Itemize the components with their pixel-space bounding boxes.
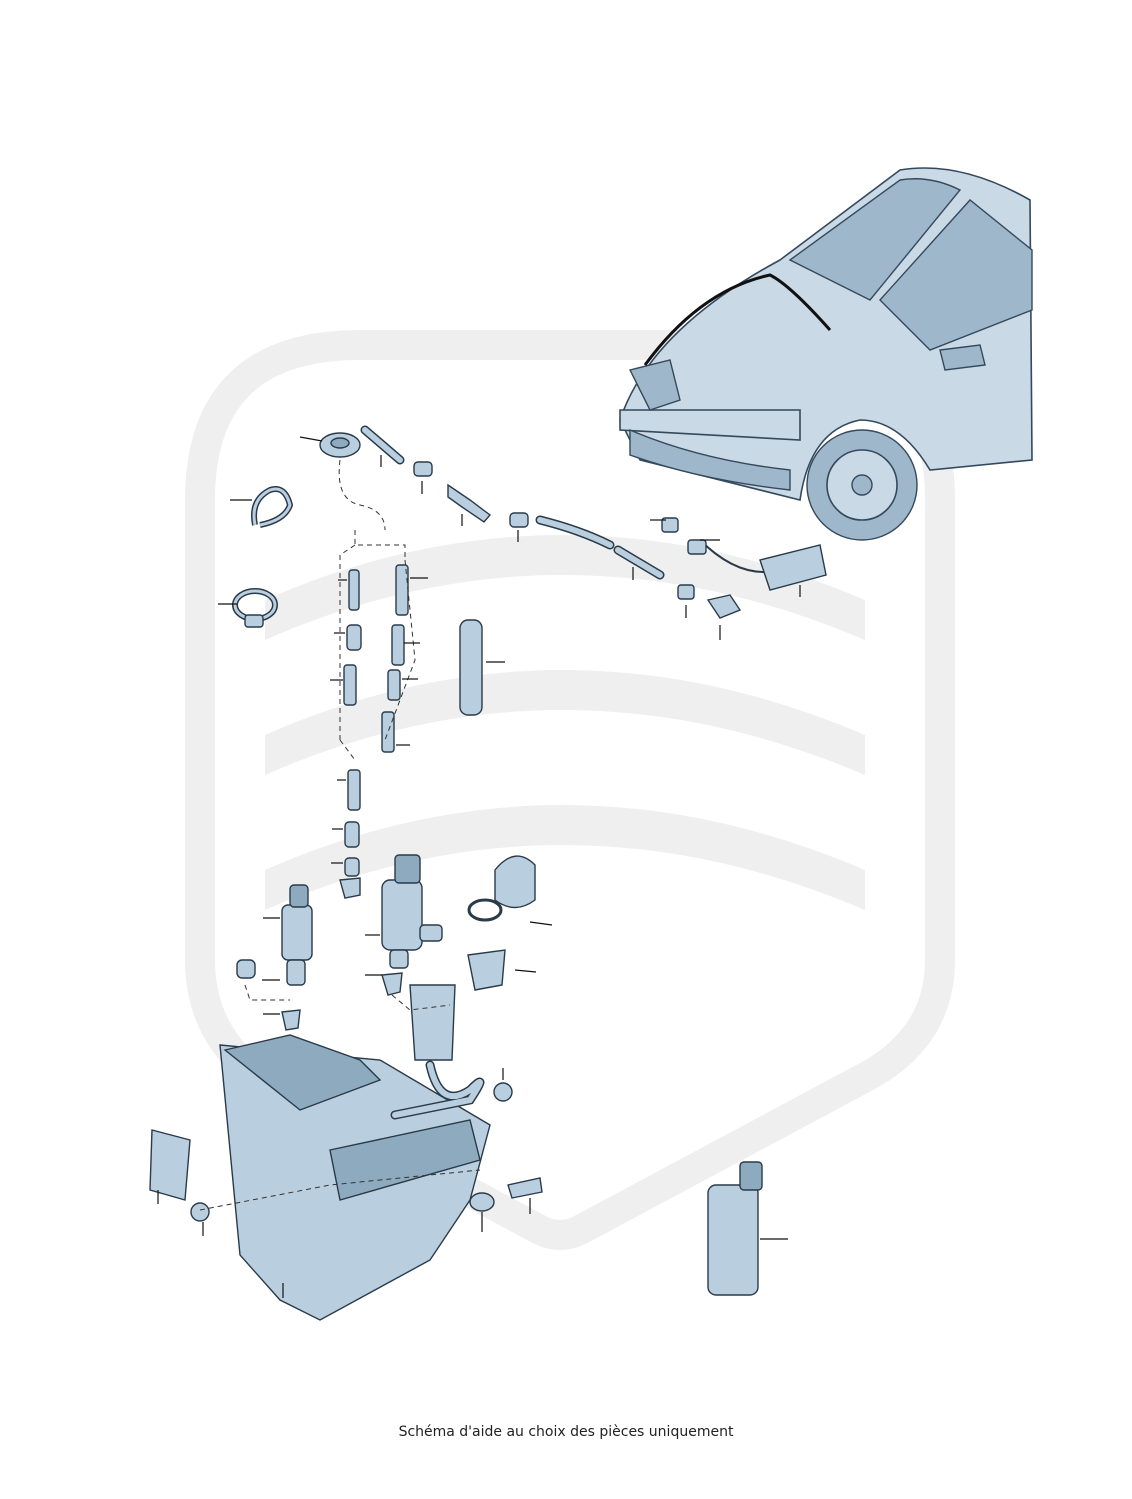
washer-pump-left (281, 884, 313, 986)
leader-lines (157, 436, 801, 1298)
disclaimer-caption: Schéma d'aide au choix des pièces unique… (398, 1424, 734, 1440)
nuts (190, 1082, 543, 1222)
hose-segments (343, 564, 483, 877)
filler-cap (467, 855, 536, 922)
grommet (319, 432, 361, 458)
hose-clamp (232, 588, 278, 628)
car-illustration (619, 167, 1033, 541)
bracket (149, 1129, 191, 1201)
small-grommets (236, 877, 403, 1031)
dashed-lines (199, 459, 481, 1211)
hose-connector (413, 461, 827, 619)
cable-tie (251, 486, 294, 528)
hose-assembly (360, 425, 781, 580)
washer-pump-right (381, 854, 443, 969)
strainer (467, 949, 506, 991)
washer-reservoir (219, 984, 491, 1321)
washer-fluid-bottle (707, 1161, 763, 1296)
